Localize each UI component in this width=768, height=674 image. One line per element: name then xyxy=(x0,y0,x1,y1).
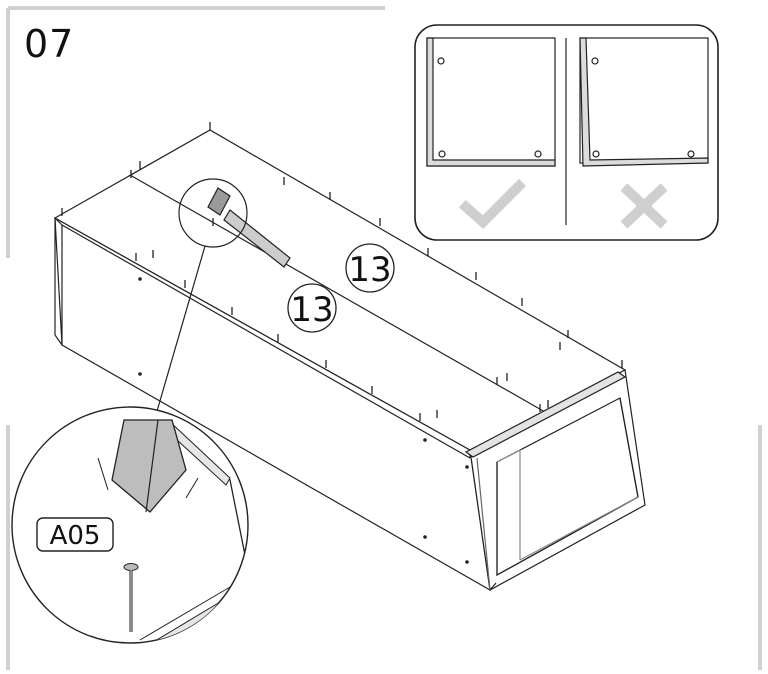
cross-icon xyxy=(620,183,668,229)
panel-callout-a-label: 13 xyxy=(348,250,391,290)
zoom-source-circle xyxy=(178,178,248,248)
nail-icon xyxy=(123,563,139,632)
panel-callout-a: 13 xyxy=(345,243,395,293)
step-number: 07 xyxy=(24,22,75,66)
zoom-detail: A05 xyxy=(11,406,249,644)
zoom-pointer xyxy=(154,245,206,419)
panel-callout-b-label: 13 xyxy=(290,290,333,330)
panel-callout-b: 13 xyxy=(287,283,337,333)
check-icon xyxy=(458,178,527,229)
nail-part-code: A05 xyxy=(50,521,101,551)
panel-holes xyxy=(138,277,469,564)
cabinet-box xyxy=(53,129,646,592)
alignment-inset xyxy=(414,24,719,241)
hammer-icon xyxy=(207,187,291,268)
correct-panel xyxy=(426,37,556,167)
nail-markers xyxy=(61,122,623,421)
incorrect-panel xyxy=(579,37,709,167)
page-frame xyxy=(6,6,762,670)
nail-part-label: A05 xyxy=(36,517,114,552)
